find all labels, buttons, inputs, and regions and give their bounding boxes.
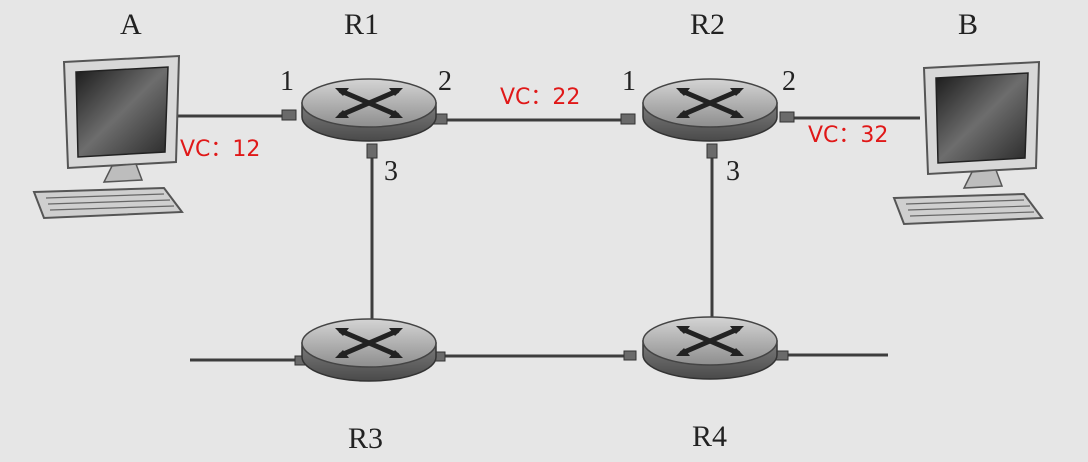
host-a-computer-icon [33,55,183,219]
r1-port-2-label: 2 [438,66,452,97]
router-r1-label: R1 [344,8,379,41]
host-b-label: B [958,8,978,41]
router-r2-icon [643,79,777,141]
vc-label-r2-b: VC：32 [808,123,888,148]
r2-port-2-label: 2 [782,66,796,97]
r1-port-3-label: 3 [384,156,398,187]
r2-port-1-label: 1 [622,66,636,97]
router-r3-icon [302,319,436,381]
links [175,114,920,362]
router-r4-icon [643,317,777,379]
host-b-computer-icon [893,61,1043,225]
host-a-label: A [120,8,142,41]
r2-port-3-label: 3 [726,156,740,187]
r1-port-1-label: 1 [280,66,294,97]
router-r2-label: R2 [690,8,725,41]
router-r1-icon [302,79,436,141]
router-r4-label: R4 [692,420,727,453]
router-r3-label: R3 [348,422,383,455]
vc-label-a-r1: VC：12 [180,137,260,162]
vc-label-r1-r2: VC：22 [500,85,580,110]
